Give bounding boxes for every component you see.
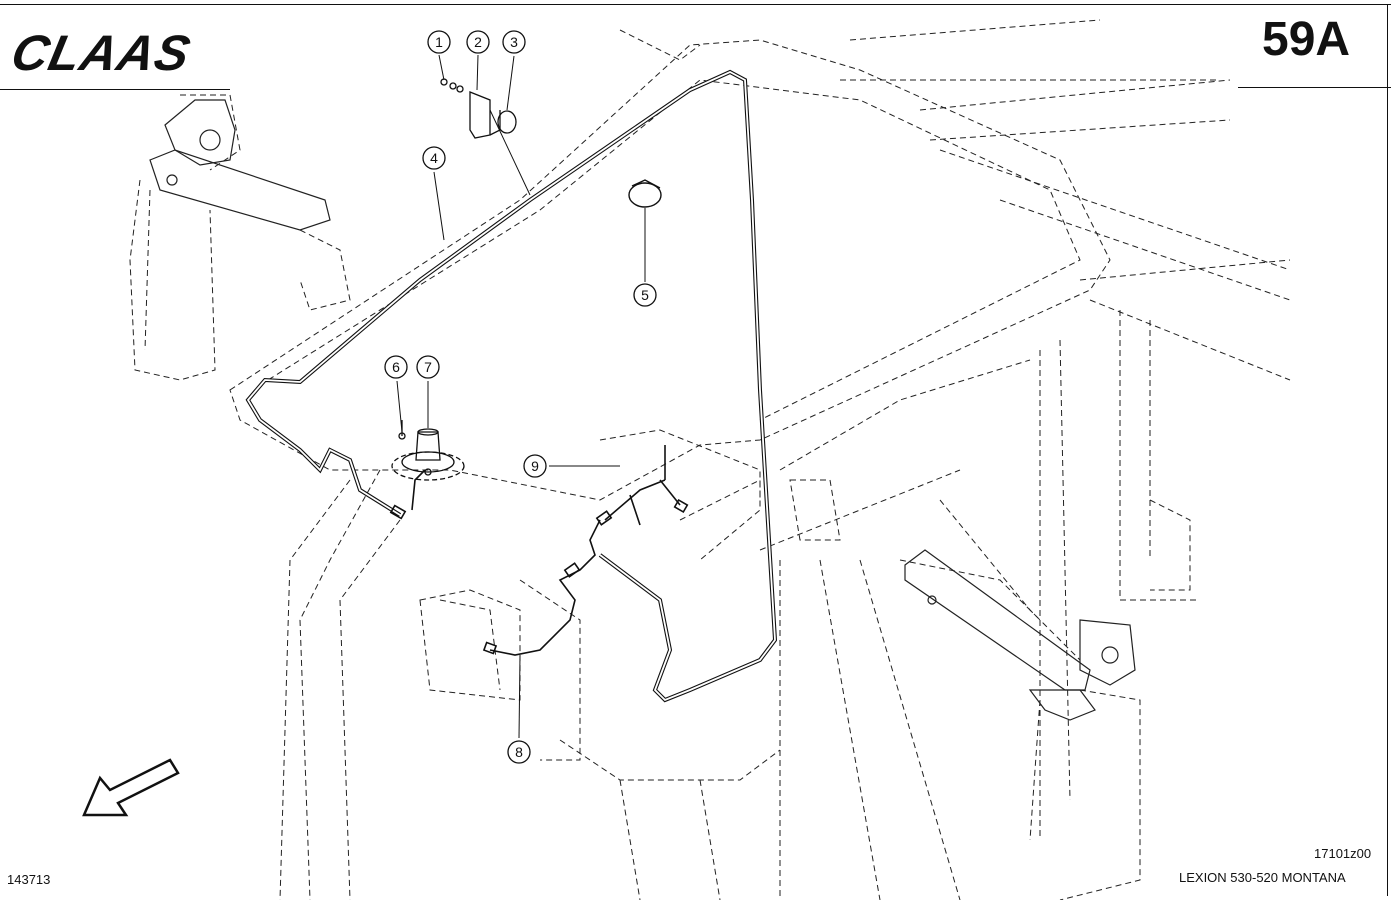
svg-text:5: 5 bbox=[641, 287, 649, 303]
callout-9: 9 bbox=[523, 454, 547, 478]
page-number: 59A bbox=[1262, 13, 1351, 66]
callout-1: 1 bbox=[427, 30, 451, 54]
svg-text:4: 4 bbox=[430, 150, 438, 166]
svg-text:6: 6 bbox=[392, 359, 400, 375]
svg-text:3: 3 bbox=[510, 34, 518, 50]
svg-text:9: 9 bbox=[531, 458, 539, 474]
svg-text:8: 8 bbox=[515, 744, 523, 760]
mounting-bracket bbox=[440, 78, 517, 139]
brand-text: CLAAS bbox=[14, 28, 196, 74]
callout-5: 5 bbox=[633, 283, 657, 307]
svg-text:7: 7 bbox=[424, 359, 432, 375]
hose-clip bbox=[628, 179, 662, 208]
callout-3: 3 bbox=[502, 30, 526, 54]
frame-right bbox=[1387, 4, 1388, 896]
left-mirror bbox=[149, 99, 331, 231]
callout-7: 7 bbox=[416, 355, 440, 379]
header-rule-right bbox=[1238, 87, 1391, 88]
frame-top bbox=[0, 4, 1391, 5]
figure-code: 17101z00 bbox=[1314, 846, 1372, 861]
right-mirror bbox=[904, 549, 1136, 721]
drawing-number: 143713 bbox=[7, 872, 51, 887]
callout-2: 2 bbox=[466, 30, 490, 54]
leader-lines bbox=[396, 54, 646, 739]
svg-text:2: 2 bbox=[474, 34, 482, 50]
claas-logo: CLAAS bbox=[14, 28, 196, 74]
arrow-southwest-icon bbox=[82, 758, 180, 817]
model-name: LEXION 530-520 MONTANA bbox=[1179, 870, 1346, 885]
callout-4: 4 bbox=[422, 146, 446, 170]
callout-8: 8 bbox=[507, 740, 531, 764]
callout-6: 6 bbox=[384, 355, 408, 379]
cab-outline-dashed bbox=[129, 19, 1291, 900]
svg-text:1: 1 bbox=[435, 34, 443, 50]
header-rule-left bbox=[0, 89, 230, 90]
wiring-harness bbox=[389, 445, 689, 656]
rotating-beacon bbox=[391, 420, 465, 481]
cable-harness bbox=[245, 69, 778, 703]
